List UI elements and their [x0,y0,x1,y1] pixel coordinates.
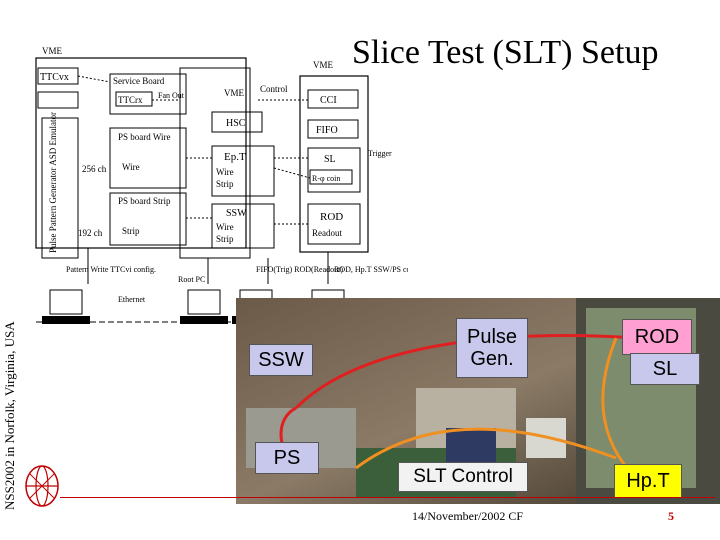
trigger-label: Trigger [368,149,392,158]
ssw-box [211,203,275,249]
footer-date: 14/November/2002 CF [412,509,523,523]
hsc-label: HSC [226,118,246,129]
footer-divider [60,497,715,498]
rod-photo-label: ROD [622,319,692,355]
ssw-photo-label: SSW [249,344,313,376]
ps-strip-channel-count: 192 ch [78,228,103,238]
sl-label: SL [324,154,336,165]
rod-box [307,203,361,245]
pc3-label: FIFO(Trig) ROD(Readout) [256,265,343,274]
service-board-box [109,73,187,115]
ps-board-strip-title: PS board Strip [118,196,171,206]
ttcvx-label: TTCvx [40,72,69,83]
pc-links [87,248,329,284]
vme-right-crate [299,75,369,253]
pulse-gen-label: Pulse Gen. [456,318,528,378]
ps-board-stack [179,67,251,259]
pc1-label: Pattern Write TTCvi config. [66,265,156,274]
orange-arrow-right [601,337,638,480]
pulse-generator-box [41,117,79,259]
cci-box [307,89,359,109]
vme-left-label: VME [42,46,63,56]
ssw-label: SSW [226,208,247,219]
page-number: 5 [668,509,674,523]
vme-right-label: VME [313,60,334,70]
r-phi-coin-box [309,169,353,185]
ssw-strip-label: Strip [216,234,234,244]
orange-arrow [355,427,617,470]
ept-label: Ep.T [224,151,246,163]
setup-block-diagram: VME TTCvx Pulse Pattern Generator ASD Em… [35,46,408,324]
readout-label: Readout [312,228,342,238]
ssw-wire-label: Wire [216,222,234,232]
ps-board-strip-box [109,192,187,246]
ps-strip-label: Strip [122,226,140,236]
pc4-label: ROD, Hp.T SSW/PS config [334,265,408,274]
hpt-label: Hp.T [614,464,682,498]
ttcvi-box [37,91,79,109]
fan-out-label: Fan Out [158,91,185,100]
vme-mid-label: VME [224,88,245,98]
ethernet-label: Ethernet [118,295,146,304]
ttcrx-label: TTCrx [118,95,143,105]
hsc-box [211,111,263,133]
ps-board-wire-title: PS board Wire [118,132,170,142]
vme-left-crate [35,57,247,249]
cci-label: CCI [320,95,337,106]
control-label: Control [260,84,288,94]
red-arrow-top [294,334,637,410]
ps-photo-label: PS [255,442,319,474]
ps-wire-channel-count: 256 ch [82,164,107,174]
pc2-label: Root PC [178,275,205,284]
slide-title: Slice Test (SLT) Setup [352,34,659,71]
ps-wire-label: Wire [122,162,140,172]
ept-strip-label: Strip [216,179,234,189]
sl-box [307,147,361,193]
slt-control-label: SLT Control [398,462,528,492]
ept-wire-label: Wire [216,167,234,177]
sl-photo-label: SL [630,353,700,385]
signal-lines [77,75,311,225]
pulse-generator-label: Pulse Pattern Generator ASD Emulator [48,112,58,253]
fifo-box [307,119,359,139]
cern-logo [25,465,59,507]
ept-box [211,145,275,197]
ttcrx-box [115,91,153,107]
rod-label: ROD [320,211,343,223]
fifo-label: FIFO [316,125,338,136]
service-board-label: Service Board [113,76,165,86]
conference-side-text: NSS2002 in Norfolk, Virginia, USA [2,321,17,510]
r-phi-coin-label: R-φ coin [312,174,340,183]
